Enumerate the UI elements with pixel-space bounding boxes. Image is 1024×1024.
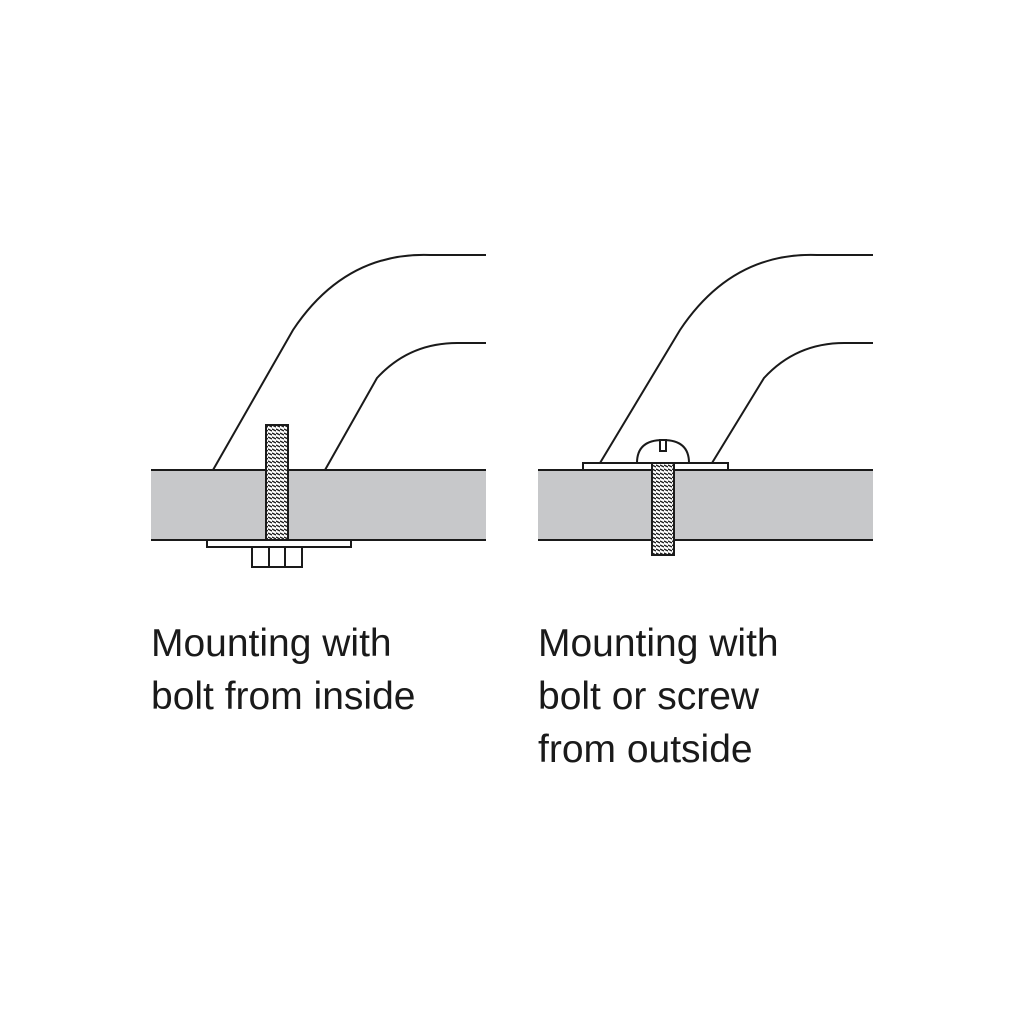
- caption-line: Mounting with: [151, 622, 392, 665]
- caption-line: Mounting with: [538, 622, 779, 665]
- handle-outer-curve: [599, 253, 873, 464]
- diagram-outside-mounting: [538, 253, 873, 556]
- diagram-inside-mounting: [151, 253, 486, 568]
- caption-line: bolt from inside: [151, 675, 416, 718]
- handle-inner-curve: [324, 341, 486, 471]
- caption-line: bolt or screw: [538, 675, 760, 718]
- handle-inner-curve: [711, 341, 873, 464]
- caption-outside-mounting: Mounting with bolt or screw from outside: [538, 617, 779, 776]
- hex-nut: [251, 546, 303, 568]
- mounting-plate: [151, 470, 486, 540]
- caption-line: from outside: [538, 728, 753, 771]
- screw-shaft: [651, 462, 675, 556]
- bolt-shaft: [265, 424, 289, 546]
- screw-head: [635, 438, 691, 464]
- handle-outer-curve: [212, 253, 486, 471]
- mounting-plate: [538, 470, 873, 540]
- washer: [206, 539, 352, 548]
- caption-inside-mounting: Mounting with bolt from inside: [151, 617, 415, 723]
